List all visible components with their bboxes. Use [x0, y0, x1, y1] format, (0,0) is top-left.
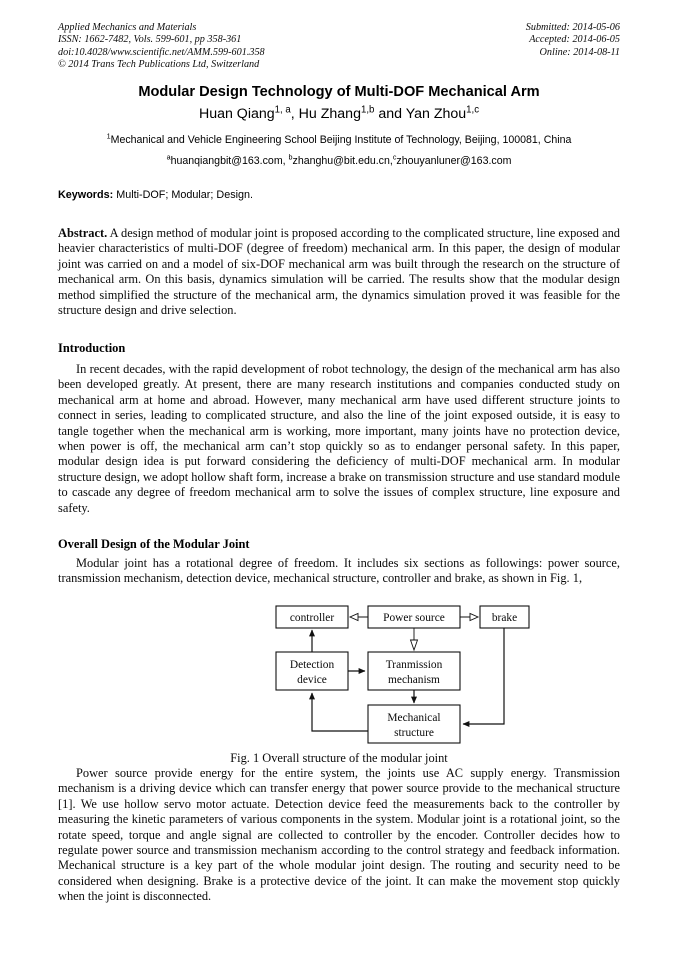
email-a-marker: a: [166, 152, 171, 162]
email-b-marker: b: [288, 152, 293, 162]
section-heading-introduction: Introduction: [58, 341, 126, 355]
journal-copyright: © 2014 Trans Tech Publications Ltd, Swit…: [58, 59, 260, 71]
figure-arrow-power-to-controller: [348, 612, 368, 622]
figure-1-caption: Fig. 1 Overall structure of the modular …: [230, 751, 448, 765]
journal-name: Applied Mechanics and Materials: [58, 22, 197, 33]
online-date: Online: 2014-08-11: [539, 46, 620, 58]
figure-arrow-mechanical-to-detection: [309, 692, 368, 732]
page-content: Applied Mechanics and Materials ISSN: 16…: [58, 0, 620, 959]
author-3-affiliation-marker: 1,c: [466, 104, 480, 116]
figure-label-power-source: Power source: [383, 612, 445, 624]
author-separator-2: and: [374, 106, 406, 122]
figure-label-detection-device-line1: Detection: [290, 659, 335, 671]
figure-arrow-power-to-transmission: [409, 628, 419, 652]
abstract-text: A design method of modular joint is prop…: [58, 226, 620, 318]
figure-arrow-brake-to-mechanical: [462, 628, 505, 727]
journal-issn-line: ISSN: 1662-7482, Vols. 599-601, pp 358-3…: [58, 34, 242, 46]
journal-header-left: Applied Mechanics and Materials ISSN: 16…: [58, 22, 265, 72]
author-1-name: Huan Qiang: [198, 106, 275, 122]
email-b[interactable]: zhanghu@bit.edu.cn,: [292, 155, 393, 167]
email-c[interactable]: zhouyanluner@163.com: [396, 155, 512, 167]
figure-arrow-power-to-brake: [460, 612, 480, 622]
keywords-label: Keywords:: [58, 189, 114, 201]
journal-header-right: Submitted: 2014-05-06 Accepted: 2014-06-…: [526, 22, 620, 59]
figure-box-transmission-mechanism: [367, 651, 461, 691]
author-2-affiliation-marker: 1,b: [360, 104, 375, 116]
author-2-name: Hu Zhang: [298, 106, 361, 122]
closing-paragraph: Power source provide energy for the enti…: [58, 766, 620, 904]
figure-label-controller: controller: [290, 612, 334, 624]
keywords-value: Multi-DOF; Modular; Design.: [116, 189, 253, 201]
section-paragraph-introduction: In recent decades, with the rapid develo…: [58, 362, 620, 515]
section-heading-overall-design: Overall Design of the Modular Joint: [58, 537, 250, 551]
figure-box-controller: [275, 605, 349, 629]
figure-label-transmission-mechanism-line1: Tranmission: [386, 659, 443, 671]
affiliation-text: Mechanical and Vehicle Engineering Schoo…: [110, 134, 572, 146]
author-separator-1: ,: [290, 106, 299, 122]
keywords-line: Keywords: Multi-DOF; Modular; Design.: [58, 189, 620, 201]
author-emails: ahuanqiangbit@163.com, bzhanghu@bit.edu.…: [58, 152, 620, 167]
paper-title: Modular Design Technology of Multi-DOF M…: [138, 84, 540, 100]
figure-box-mechanical-structure: [367, 704, 461, 744]
figure-label-mechanical-structure-line1: Mechanical: [387, 712, 440, 724]
figure-1-block-diagram: controller Power source brake Detection …: [208, 600, 548, 748]
figure-label-detection-device-line2: device: [297, 674, 327, 686]
abstract-label: Abstract.: [58, 226, 108, 240]
figure-label-brake: brake: [492, 612, 517, 624]
author-list: Huan Qiang1, a, Hu Zhang1,b and Yan Zhou…: [58, 104, 620, 122]
abstract-paragraph: Abstract. A design method of modular joi…: [58, 226, 620, 318]
section-paragraph-overall-design: Modular joint has a rotational degree of…: [58, 556, 620, 586]
accepted-date: Accepted: 2014-06-05: [529, 34, 620, 46]
author-1-affiliation-marker: 1, a: [274, 104, 291, 116]
email-a[interactable]: huanqiangbit@163.com,: [170, 155, 289, 167]
email-c-marker: c: [392, 152, 397, 162]
submitted-date: Submitted: 2014-05-06: [525, 22, 620, 33]
figure-label-mechanical-structure-line2: structure: [394, 727, 434, 739]
author-3-name: Yan Zhou: [405, 106, 467, 122]
figure-label-transmission-mechanism-line2: mechanism: [388, 674, 440, 686]
affiliation-marker: 1: [106, 131, 111, 141]
journal-doi: doi:10.4028/www.scientific.net/AMM.599-6…: [58, 46, 265, 58]
affiliation: 1Mechanical and Vehicle Engineering Scho…: [58, 131, 620, 146]
